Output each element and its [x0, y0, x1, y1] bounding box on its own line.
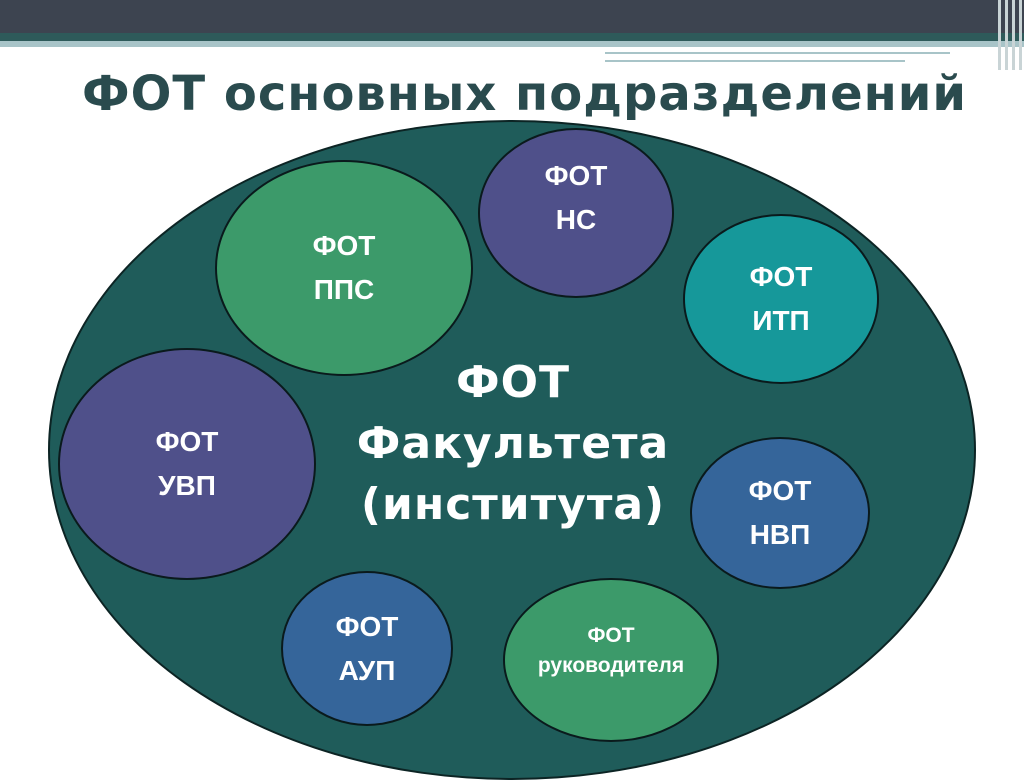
circle-uvp-line1: ФОТ — [155, 426, 219, 457]
header-accent-stripe — [0, 33, 1024, 41]
circle-itp-line1: ФОТ — [749, 261, 813, 292]
circle-nvp-line1: ФОТ — [748, 475, 812, 506]
circle-aup-line1: ФОТ — [335, 610, 399, 642]
page-title: ФОТ основных подразделений — [82, 66, 968, 122]
center-label-line3: (института) — [360, 479, 666, 530]
circle-itp-line2: ИТП — [752, 305, 810, 336]
decorative-line — [605, 60, 905, 62]
decorative-line — [605, 52, 950, 54]
circle-aup: ФОТ АУП — [281, 571, 453, 726]
circle-pps-line2: ППС — [313, 274, 375, 305]
header-band — [0, 0, 1024, 33]
decorative-bars — [994, 0, 1024, 70]
circle-aup-line2: АУП — [338, 654, 396, 686]
circle-nvp: ФОТ НВП — [690, 437, 870, 589]
circle-nvp-line2: НВП — [749, 519, 811, 550]
header-light-stripe — [0, 41, 1024, 47]
circle-pps: ФОТ ППС — [215, 160, 473, 376]
center-label-line1: ФОТ — [455, 357, 571, 408]
circle-rukovoditelya-line2: руководителя — [537, 654, 685, 677]
circle-rukovoditelya: ФОТ руководителя — [503, 578, 719, 742]
circle-ns-line1: ФОТ — [544, 160, 608, 191]
circle-ns-line2: НС — [555, 204, 597, 235]
circle-uvp-line2: УВП — [158, 470, 216, 501]
circle-itp: ФОТ ИТП — [683, 214, 879, 384]
circle-rukovoditelya-line1: ФОТ — [587, 624, 635, 647]
center-label-line2: Факультета — [356, 418, 670, 469]
circle-uvp: ФОТ УВП — [58, 348, 316, 580]
circle-ns: ФОТ НС — [478, 128, 674, 298]
center-label: ФОТ Факультета (института) — [330, 352, 696, 535]
circle-pps-line1: ФОТ — [312, 230, 376, 261]
